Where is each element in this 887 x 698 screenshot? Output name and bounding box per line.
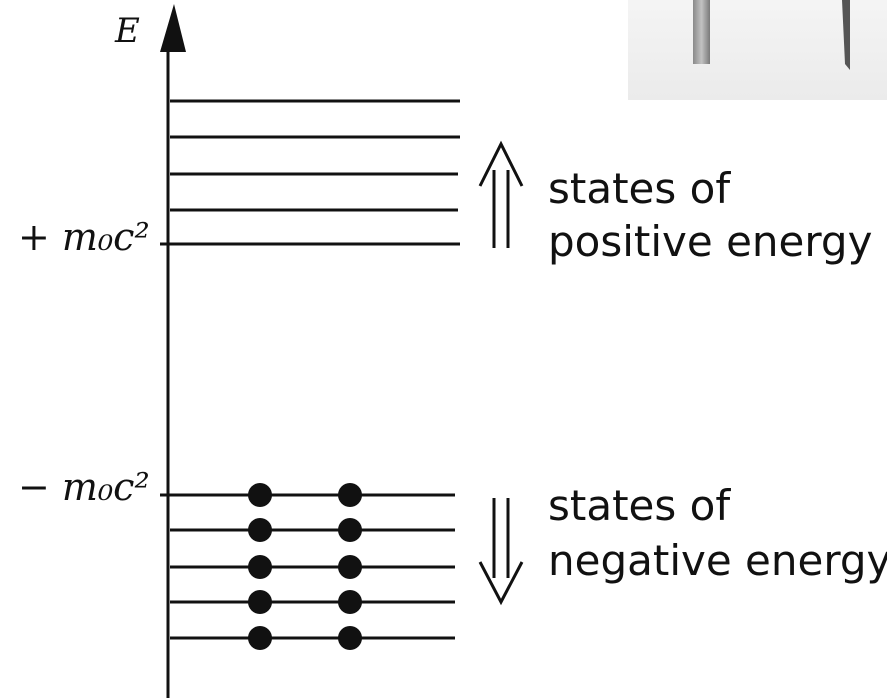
negative-caption-line2: negative energy xyxy=(548,536,887,585)
double-arrow-up-icon xyxy=(478,140,524,248)
double-arrow-down-icon xyxy=(478,498,524,606)
electron-dot xyxy=(248,626,272,650)
electron-dot xyxy=(338,590,362,614)
positive-edge-label: + m₀c² xyxy=(18,215,150,259)
electron-dot xyxy=(338,483,362,507)
negative-edge-label: − m₀c² xyxy=(18,465,150,509)
positive-caption-line1: states of xyxy=(548,164,731,213)
electron-dot xyxy=(248,518,272,542)
axis-arrowhead xyxy=(160,4,186,52)
electron-dot xyxy=(248,590,272,614)
electron-dot xyxy=(248,555,272,579)
energy-axis: E xyxy=(114,4,186,698)
photo-rod-right xyxy=(842,0,850,70)
photo-inset xyxy=(628,0,887,100)
electrons xyxy=(248,483,362,650)
electron-dot xyxy=(248,483,272,507)
electron-dot xyxy=(338,626,362,650)
axis-label: E xyxy=(114,11,140,51)
electron-dot xyxy=(338,555,362,579)
photo-rod-left xyxy=(693,0,710,64)
negative-caption-line1: states of xyxy=(548,481,731,530)
negative-energy-band: − m₀c² states of negative energy xyxy=(18,465,887,650)
positive-caption-line2: positive energy xyxy=(548,217,872,266)
electron-dot xyxy=(338,518,362,542)
positive-energy-band: + m₀c² states of positive energy xyxy=(18,99,872,266)
